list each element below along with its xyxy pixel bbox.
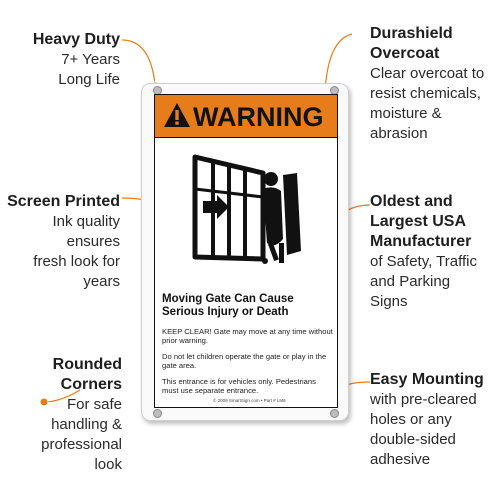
callout-heading: Heavy Duty xyxy=(32,31,120,48)
callout-easy-mounting: Easy Mounting with pre-cleared holes or … xyxy=(370,370,498,470)
callout-heading: Largest USA xyxy=(370,213,467,230)
connector-durashield xyxy=(324,33,353,93)
callout-text: For safe xyxy=(66,396,122,413)
callout-heading: Easy Mounting xyxy=(370,371,484,388)
warning-triangle-icon xyxy=(164,103,190,127)
callout-text: resist chemicals, xyxy=(370,85,481,102)
callout-text: 7+ Years xyxy=(61,51,120,68)
moving-gate-pictogram xyxy=(192,154,301,264)
callout-text: abrasion xyxy=(370,125,428,142)
callout-rounded-corners: Rounded Corners For safe handling & prof… xyxy=(0,355,122,475)
callout-text: holes or any xyxy=(370,411,452,428)
callout-text: and Parking xyxy=(370,273,451,290)
sign-footer: © 2009 SmartSign.com • Part # LM6 xyxy=(213,398,286,403)
sign-message: Do not let children operate the gate or … xyxy=(162,352,327,370)
callout-durashield: Durashield Overcoat Clear overcoat to re… xyxy=(370,24,498,144)
marker-rounded xyxy=(39,397,49,407)
callout-heading: Oldest and xyxy=(370,193,453,210)
mounting-hole xyxy=(330,409,339,418)
callout-text: ensures xyxy=(66,233,120,250)
callout-heading: Screen Printed xyxy=(7,193,120,210)
warning-header: WARNING xyxy=(155,95,337,138)
callout-heading: Durashield xyxy=(370,25,453,42)
callout-oldest-largest: Oldest and Largest USA Manufacturer of S… xyxy=(370,192,498,312)
callout-text: Ink quality xyxy=(52,213,120,230)
callout-text: fresh look for xyxy=(33,253,120,270)
callout-text: handling & xyxy=(51,416,122,433)
callout-heading: Manufacturer xyxy=(370,233,472,250)
callout-heavy-duty: Heavy Duty 7+ Years Long Life xyxy=(0,30,120,90)
callout-text: moisture & xyxy=(370,105,442,122)
callout-heading: Rounded xyxy=(52,356,122,373)
sign-title: Moving Gate Can Cause Serious Injury or … xyxy=(162,293,332,319)
sign-message: This entrance is for vehicles only. Pede… xyxy=(162,377,316,395)
callout-text: Signs xyxy=(370,293,408,310)
callout-text: professional xyxy=(41,436,122,453)
mounting-hole xyxy=(153,409,162,418)
warning-sign: WARNING Moving Ga xyxy=(141,83,349,421)
sign-message: KEEP CLEAR! Gate may move at any time wi… xyxy=(162,327,333,345)
sign-frame: WARNING Moving Ga xyxy=(154,94,338,408)
callout-text: Long Life xyxy=(58,71,120,88)
callout-text: of Safety, Traffic xyxy=(370,253,477,270)
warning-header-text: WARNING xyxy=(193,102,324,132)
sign-title-line: Moving Gate Can Cause xyxy=(162,293,294,305)
callout-text: adhesive xyxy=(370,451,431,468)
callout-text: double-sided xyxy=(370,431,456,448)
callout-screen-printed: Screen Printed Ink quality ensures fresh… xyxy=(0,192,120,292)
callout-heading: Corners xyxy=(60,376,122,393)
callout-heading: Overcoat xyxy=(370,45,440,62)
sign-title-line: Serious Injury or Death xyxy=(162,306,289,318)
callout-text: Clear overcoat to xyxy=(370,65,485,82)
callout-text: look xyxy=(94,456,122,473)
callout-text: with pre-cleared xyxy=(370,391,477,408)
callout-text: years xyxy=(83,273,120,290)
connector-heavy-duty xyxy=(121,39,156,85)
